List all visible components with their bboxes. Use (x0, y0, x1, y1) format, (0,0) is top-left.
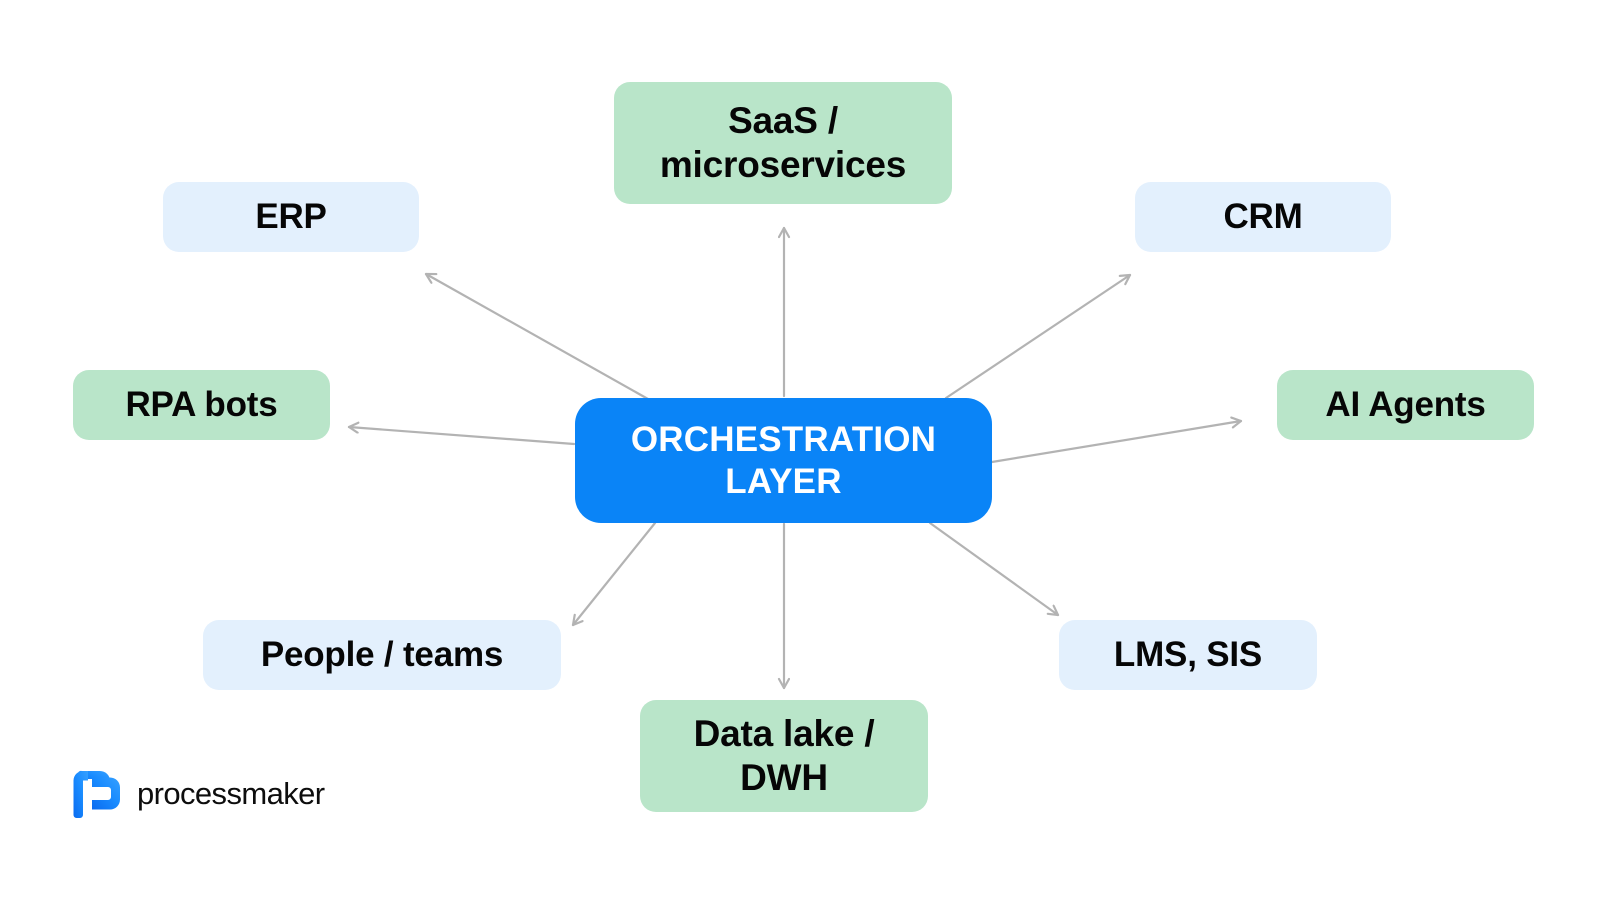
processmaker-wordmark: processmaker (137, 775, 325, 811)
node-people-teams[interactable]: People / teams (203, 620, 561, 690)
node-erp-label: ERP (255, 197, 327, 237)
processmaker-p-logo-icon (73, 770, 120, 818)
arrow-to-rpa (347, 427, 576, 446)
node-saas-label: SaaS / microservices (659, 99, 907, 186)
arrow-to-ai (990, 421, 1243, 464)
node-data-lake-dwh[interactable]: Data lake / DWH (640, 700, 928, 812)
node-saas-line1: SaaS / (728, 100, 838, 142)
node-datalake-line2: DWH (740, 757, 828, 798)
node-orchestration-layer[interactable]: ORCHESTRATION LAYER (575, 398, 992, 523)
arrow-to-people (571, 521, 657, 627)
node-center-line1: ORCHESTRATION (630, 420, 937, 460)
node-crm[interactable]: CRM (1135, 182, 1391, 252)
node-center-label: ORCHESTRATION LAYER (631, 419, 936, 502)
node-erp[interactable]: ERP (163, 182, 419, 252)
arrow-to-erp (424, 272, 650, 401)
node-rpa-label: RPA bots (125, 385, 278, 425)
processmaker-logo: processmaker (70, 763, 325, 823)
node-saas-microservices[interactable]: SaaS / microservices (614, 82, 952, 204)
node-ai-label: AI Agents (1325, 385, 1486, 425)
node-rpa-bots[interactable]: RPA bots (73, 370, 330, 440)
node-saas-line2: microservices (659, 144, 907, 185)
arrow-to-lms (928, 521, 1060, 617)
node-datalake-line1: Data lake / (693, 713, 875, 755)
node-ai-agents[interactable]: AI Agents (1277, 370, 1534, 440)
node-datalake-label: Data lake / DWH (694, 712, 875, 799)
node-people-label: People / teams (260, 635, 504, 675)
node-crm-label: CRM (1223, 197, 1303, 237)
node-center-line2: LAYER (725, 461, 842, 501)
node-lms-sis[interactable]: LMS, SIS (1059, 620, 1317, 690)
arrow-to-crm (944, 273, 1132, 400)
node-lms-label: LMS, SIS (1113, 635, 1263, 675)
